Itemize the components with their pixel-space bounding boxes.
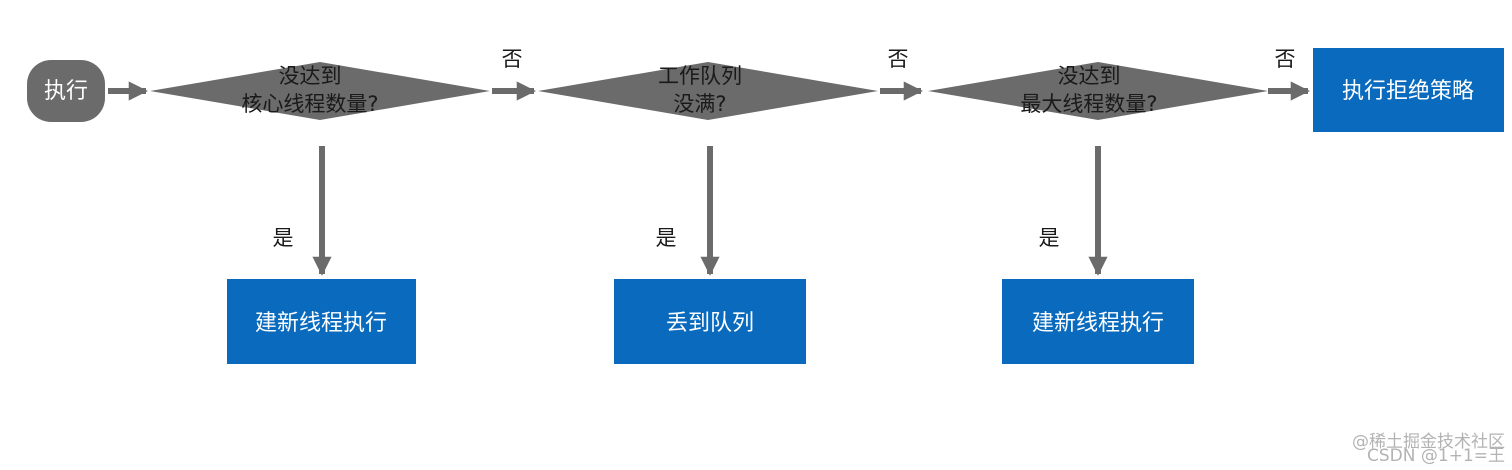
- final-box-label: 执行拒绝策略: [1342, 79, 1474, 104]
- outcome-box-2: 丢到队列: [614, 279, 806, 364]
- yes-label-1: 是: [273, 226, 294, 250]
- watermark-line-2: CSDN @1+1=王: [1367, 446, 1505, 466]
- outcome-box-2-label: 丢到队列: [666, 311, 754, 336]
- decision-3: 没达到 最大线程数量?: [928, 62, 1268, 120]
- outcome-box-3: 建新线程执行: [1002, 279, 1194, 364]
- decision-1: 没达到 核心线程数量?: [150, 62, 490, 120]
- outcome-box-1: 建新线程执行: [227, 279, 416, 364]
- no-label-2: 否: [888, 47, 909, 71]
- outcome-box-1-label: 建新线程执行: [255, 311, 387, 336]
- decision-3-line2: 最大线程数量?: [1020, 92, 1157, 116]
- decision-1-line2: 核心线程数量?: [241, 92, 378, 116]
- start-label: 执行: [44, 79, 88, 104]
- start-node: 执行: [27, 60, 105, 122]
- decision-3-line1: 没达到: [1058, 64, 1121, 88]
- yes-label-2: 是: [656, 226, 677, 250]
- outcome-box-3-label: 建新线程执行: [1032, 311, 1164, 336]
- no-label-3: 否: [1275, 47, 1296, 71]
- decision-1-line1: 没达到: [279, 64, 342, 88]
- decision-2: 工作队列 没满?: [538, 62, 878, 120]
- decision-2-line1: 工作队列: [658, 64, 742, 88]
- watermark-line-1: @稀土掘金技术社区: [1352, 432, 1505, 452]
- decision-2-line2: 没满?: [673, 92, 726, 116]
- no-label-1: 否: [502, 47, 523, 71]
- final-box: 执行拒绝策略: [1313, 48, 1504, 132]
- yes-label-3: 是: [1039, 226, 1060, 250]
